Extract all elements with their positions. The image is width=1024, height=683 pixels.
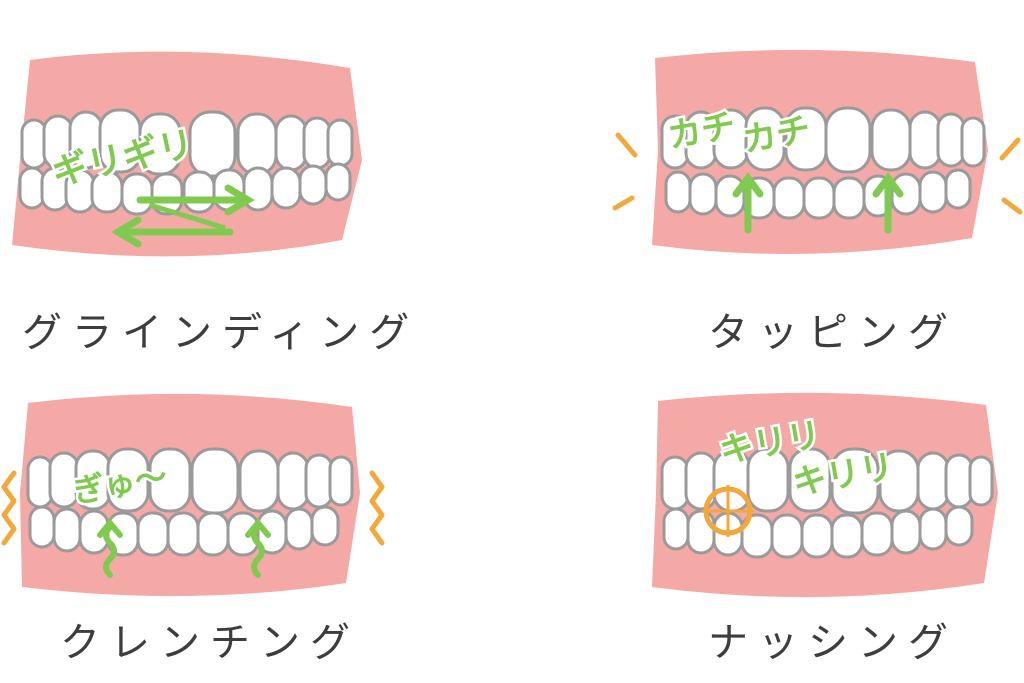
panel-gnashing: キリリ キリリ — [640, 383, 1024, 603]
caption-gnashing: ナッシング — [708, 620, 958, 666]
lower-teeth — [28, 505, 340, 557]
upper-teeth — [26, 447, 354, 515]
caption-grinding: グラインディング — [22, 310, 420, 356]
crosshair-target-icon — [702, 485, 754, 537]
teeth-illustration-tapping: カチ カチ — [612, 49, 1023, 255]
upper-teeth — [660, 447, 994, 515]
arrow-up-icon — [732, 172, 764, 234]
panel-grinding: ギリギリ — [0, 40, 370, 270]
wavy-arrow-up-icon — [245, 518, 271, 578]
panel-tapping: カチ カチ — [610, 40, 1024, 270]
caption-tapping: タッピング — [708, 310, 958, 356]
teeth-illustration-grinding: ギリギリ — [12, 51, 362, 257]
wavy-arrow-up-icon — [97, 518, 123, 578]
vibration-zigzag-right — [369, 470, 385, 546]
panel-clenching: ぎゅ〜 — [0, 383, 390, 603]
arrow-left-icon — [111, 216, 234, 248]
teeth-illustration-clenching: ぎゅ〜 — [1, 393, 385, 597]
upper-teeth — [660, 106, 986, 174]
arrow-right-icon — [136, 184, 255, 216]
lower-teeth — [18, 162, 352, 216]
vibration-zigzag-left — [1, 470, 17, 546]
impact-lines-left — [612, 132, 638, 211]
impact-lines-right — [999, 137, 1023, 215]
upper-teeth — [20, 108, 354, 178]
caption-clenching: クレンチング — [60, 620, 360, 666]
arrow-up-icon — [872, 172, 904, 234]
teeth-illustration-gnashing: キリリ キリリ — [652, 392, 998, 598]
arrow-connector — [149, 202, 226, 231]
